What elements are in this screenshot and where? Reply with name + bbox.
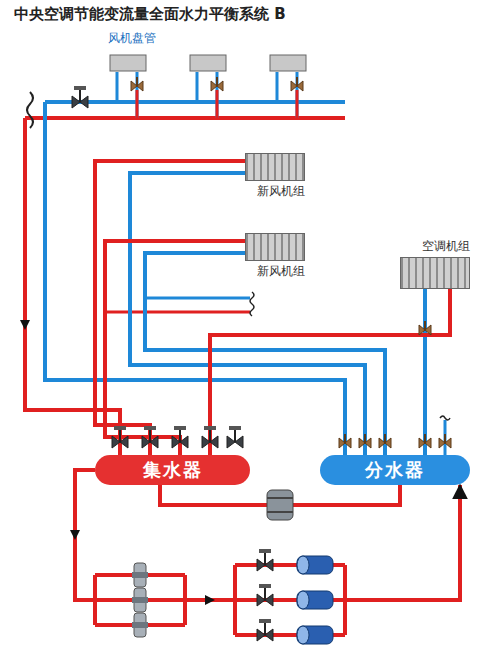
fan-coil-valve <box>211 77 223 91</box>
water-pipe <box>130 173 365 455</box>
stop-valve <box>439 434 451 448</box>
air-unit: 新风机组 <box>245 153 305 202</box>
part-label: 风机盘管 <box>108 30 156 47</box>
unit-casing <box>245 153 305 181</box>
water-pipe <box>95 161 245 455</box>
header-band: 分水器 <box>320 455 470 485</box>
fan-coil-unit <box>270 55 306 71</box>
balancing-valve <box>72 86 88 108</box>
water-pipe <box>75 470 460 600</box>
pipe-break <box>27 92 33 128</box>
stop-valve <box>339 434 351 448</box>
header-band: 集水器 <box>95 455 250 485</box>
fan-coil-branch <box>137 90 297 118</box>
chiller <box>297 626 333 644</box>
flow-arrow <box>70 530 80 540</box>
water-pipe <box>105 241 245 455</box>
balancing-valve <box>112 426 128 448</box>
fan-coil-unit <box>190 55 226 71</box>
header-name: 集水器 <box>143 458 203 482</box>
stop-valve <box>359 434 371 448</box>
balancing-valve <box>257 619 273 641</box>
chiller <box>297 591 333 609</box>
pipe-break <box>440 416 450 420</box>
balancing-valve <box>227 426 243 448</box>
spare-pipe <box>145 297 250 300</box>
unit-name: 新风机组 <box>257 181 305 202</box>
flow-arrow <box>205 595 215 605</box>
water-pipe <box>423 289 427 455</box>
bypass-device <box>267 490 293 520</box>
supply-pipe <box>45 100 345 104</box>
control-valve <box>419 321 431 335</box>
pump <box>132 563 148 587</box>
fan-coil-valve <box>291 77 303 91</box>
header-name: 分水器 <box>365 458 425 482</box>
pipe-break <box>250 292 254 316</box>
balancing-valve <box>142 426 158 448</box>
pipes <box>25 72 445 635</box>
water-pipe <box>145 253 385 455</box>
flow-arrow <box>20 320 30 330</box>
bypass-device <box>267 498 293 512</box>
balancing-valve <box>202 426 218 448</box>
fan-coil-valve <box>131 77 143 91</box>
balancing-valve <box>257 549 273 571</box>
unit-casing <box>400 257 470 289</box>
unit-name: 新风机组 <box>257 261 305 282</box>
stop-valve <box>379 434 391 448</box>
fan-coil-unit <box>110 55 146 71</box>
pump <box>132 613 148 637</box>
unit-name: 空调机组 <box>422 236 470 257</box>
pump <box>132 588 148 612</box>
bypass-device <box>267 490 293 520</box>
spare-pipe <box>105 311 250 314</box>
fan-coil-branch <box>117 72 297 118</box>
supply-pipe <box>45 102 345 455</box>
fan-coil-units <box>110 55 306 91</box>
balancing-valve <box>172 426 188 448</box>
air-unit: 新风机组 <box>245 233 305 282</box>
chiller <box>297 556 333 574</box>
diagram-title: 中央空调节能变流量全面水力平衡系统 B <box>14 5 286 24</box>
balancing-valve <box>257 584 273 606</box>
air-unit: 空调机组 <box>400 236 470 289</box>
stop-valve <box>419 434 431 448</box>
unit-casing <box>245 233 305 261</box>
water-pipe <box>210 289 450 455</box>
